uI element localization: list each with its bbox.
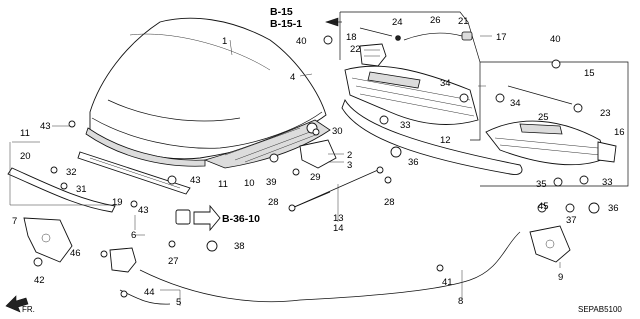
hood-hinge [299, 139, 337, 169]
callout-17: 17 [496, 32, 507, 43]
cowl-top-panel [344, 65, 479, 125]
callout-43-bottom: 43 [138, 205, 149, 216]
hood-strut [288, 166, 384, 212]
callout-44: 44 [144, 287, 155, 298]
callout-7: 7 [12, 216, 17, 227]
hinge-bracket [529, 225, 571, 263]
callout-15: 15 [584, 68, 595, 79]
callout-36-left: 36 [408, 157, 419, 168]
callout-46: 46 [70, 248, 81, 259]
callout-4: 4 [290, 72, 295, 83]
front-bulkhead-seal [77, 151, 191, 195]
callout-40-left: 40 [296, 36, 307, 47]
callout-13: 13 [333, 213, 344, 224]
diagram-code: SEPAB5100 [578, 305, 622, 314]
callout-41: 41 [442, 277, 453, 288]
callout-6: 6 [131, 230, 136, 241]
callout-37: 37 [566, 215, 577, 226]
front-direction-arrow [5, 295, 29, 313]
hood-latch [109, 247, 137, 273]
left-bracket [23, 217, 73, 263]
callout-10: 10 [244, 178, 255, 189]
callout-39: 39 [266, 177, 277, 188]
fasteners [33, 35, 600, 298]
callout-24: 24 [392, 17, 403, 28]
ref-b15-1: B-15-1 [270, 18, 302, 30]
callout-11-right: 11 [218, 179, 228, 190]
callout-25: 25 [538, 112, 549, 123]
callout-34-right: 34 [510, 98, 521, 109]
leader-lines [9, 35, 561, 306]
b15-arrow [325, 17, 342, 27]
callout-32: 32 [66, 167, 77, 178]
callout-18: 18 [346, 32, 357, 43]
hood-latch-striker [597, 141, 617, 163]
callout-42: 42 [34, 275, 45, 286]
callout-14: 14 [333, 223, 344, 234]
callout-5: 5 [176, 297, 181, 308]
callout-30: 30 [332, 126, 343, 137]
callout-43-mid: 43 [190, 175, 201, 186]
support-rod [507, 85, 573, 105]
callout-8: 8 [458, 296, 463, 307]
callout-26: 26 [430, 15, 441, 26]
callout-2: 2 [347, 150, 352, 161]
ref-b15: B-15 [270, 6, 293, 18]
callout-27: 27 [168, 256, 179, 267]
callout-22: 22 [350, 44, 361, 55]
callout-21: 21 [458, 16, 469, 27]
callout-28-left: 28 [268, 197, 279, 208]
callout-35: 35 [536, 179, 547, 190]
callout-29: 29 [310, 172, 321, 183]
callout-38: 38 [234, 241, 245, 252]
direction-label: FR. [22, 305, 35, 314]
callout-43-top: 43 [40, 121, 51, 132]
hood-molding [7, 167, 116, 213]
washer-nozzle [359, 43, 387, 67]
callout-31: 31 [76, 184, 87, 195]
right-cowl-panel [485, 120, 607, 166]
b3610-arrow [193, 204, 221, 232]
callout-28-right: 28 [384, 197, 395, 208]
callout-19: 19 [112, 197, 123, 208]
callout-12: 12 [440, 135, 451, 146]
callout-34-left: 34 [440, 78, 451, 89]
callout-36-right: 36 [608, 203, 619, 214]
callout-16: 16 [614, 127, 625, 138]
callout-20: 20 [20, 151, 31, 162]
callout-3: 3 [347, 160, 352, 171]
washer-joint [461, 31, 473, 41]
callout-9: 9 [558, 272, 563, 283]
callout-33-left: 33 [400, 120, 411, 131]
callout-1: 1 [222, 36, 227, 47]
callout-11-left: 11 [20, 128, 30, 139]
hood-panel [85, 17, 327, 167]
callout-23: 23 [600, 108, 611, 119]
hood-insulator [203, 119, 331, 169]
cowl-seal [341, 98, 523, 175]
callout-40-right: 40 [550, 34, 561, 45]
callout-45: 45 [538, 201, 549, 212]
callout-33-right: 33 [602, 177, 613, 188]
washer-tube [359, 27, 463, 41]
ref-b36-10: B-36-10 [222, 213, 260, 225]
